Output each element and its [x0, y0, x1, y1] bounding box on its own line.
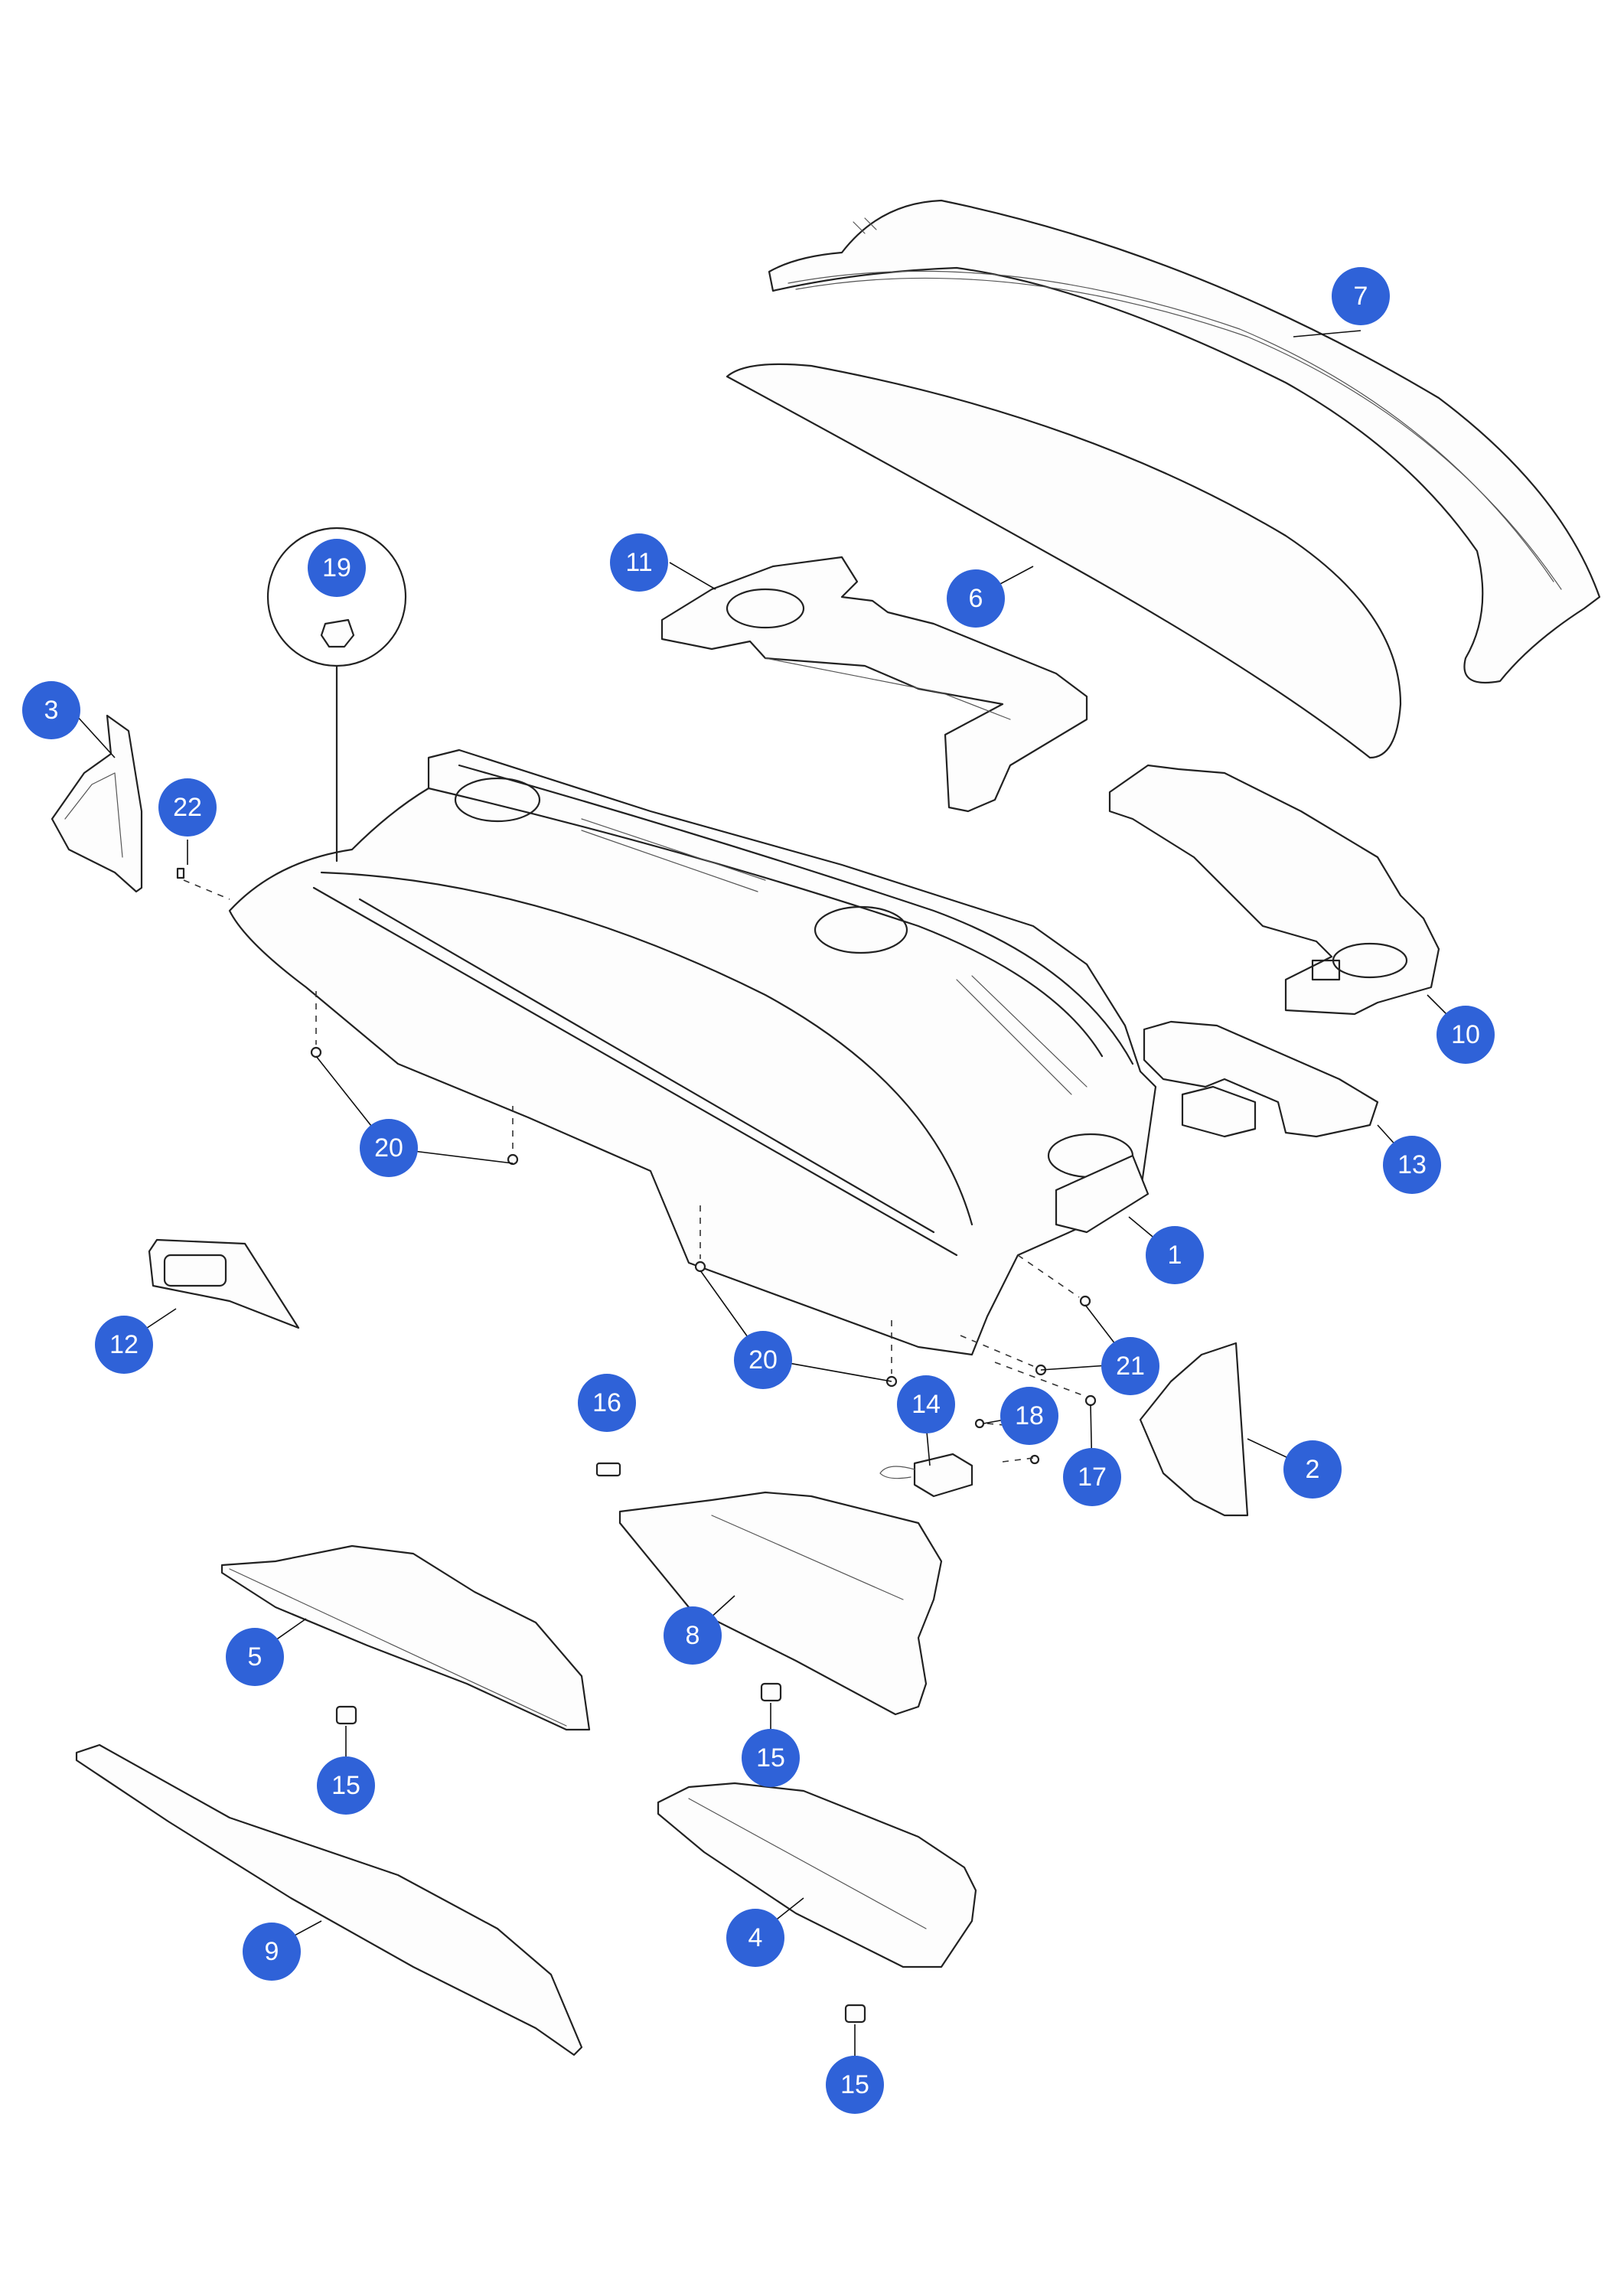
callout-6: 6 [947, 569, 1005, 628]
part-2-right-side-trim [1139, 1342, 1249, 1517]
svg-text:17: 17 [1078, 1463, 1107, 1492]
part-22-pin [176, 867, 185, 879]
callout-17: 17 [1063, 1448, 1121, 1506]
callout-19: 19 [308, 539, 366, 597]
part-13-foam-pad [1143, 1020, 1379, 1138]
part-16-clip [595, 1462, 621, 1477]
callout-8: 8 [664, 1606, 722, 1665]
callout-3: 3 [22, 681, 80, 739]
callout-20-b: 20 [734, 1331, 792, 1389]
svg-text:15: 15 [756, 1743, 785, 1773]
callout-9: 9 [243, 1923, 301, 1981]
callout-10: 10 [1436, 1006, 1495, 1064]
svg-text:21: 21 [1116, 1352, 1145, 1381]
part-8-glovebox-housing [618, 1491, 943, 1716]
part-10-foam-right [1108, 764, 1440, 1016]
part-4-glovebox-door [657, 1782, 977, 1968]
callout-15-b: 15 [742, 1729, 800, 1787]
svg-text:20: 20 [374, 1133, 403, 1163]
callout-5: 5 [226, 1628, 284, 1686]
svg-text:9: 9 [265, 1937, 279, 1966]
svg-text:15: 15 [840, 2070, 869, 2099]
part-6-top-pad [726, 363, 1402, 759]
svg-text:6: 6 [969, 584, 983, 613]
callout-13: 13 [1383, 1136, 1441, 1194]
svg-text:19: 19 [322, 553, 351, 582]
svg-text:10: 10 [1451, 1020, 1480, 1049]
svg-text:18: 18 [1015, 1401, 1044, 1430]
part-15-clips [335, 1682, 866, 2024]
callout-14: 14 [897, 1375, 955, 1433]
callout-20-a: 20 [360, 1119, 418, 1177]
part-14-module [879, 1453, 973, 1498]
svg-text:8: 8 [686, 1621, 700, 1650]
part-20-21-17-18-fasteners [310, 1046, 1097, 1465]
callout-21: 21 [1101, 1337, 1159, 1395]
part-7-dashboard-top-cover [768, 199, 1601, 684]
callout-16: 16 [578, 1374, 636, 1432]
callout-22: 22 [158, 778, 217, 837]
svg-text:3: 3 [44, 696, 59, 725]
callout-4: 4 [726, 1909, 784, 1967]
assembly-dashed-lines [183, 879, 1088, 1463]
part-9-lower-trim-strip [75, 1743, 583, 2056]
svg-text:20: 20 [748, 1345, 778, 1375]
svg-text:1: 1 [1168, 1241, 1182, 1270]
callout-7: 7 [1332, 267, 1390, 325]
callout-11: 11 [610, 533, 668, 592]
svg-text:7: 7 [1354, 282, 1368, 311]
svg-text:4: 4 [748, 1923, 763, 1952]
svg-text:13: 13 [1397, 1150, 1427, 1179]
part-5-glovebox-inner [220, 1544, 591, 1731]
part-11-foam-left [660, 556, 1088, 813]
svg-text:2: 2 [1306, 1455, 1320, 1484]
svg-text:15: 15 [331, 1771, 360, 1800]
callout-15-c: 15 [826, 2056, 884, 2114]
part-3-left-side-trim [51, 714, 143, 893]
part-12-vent-trim [148, 1238, 300, 1329]
callout-12: 12 [95, 1316, 153, 1374]
callout-18: 18 [1000, 1387, 1058, 1445]
part-19-clip-detail [266, 527, 407, 863]
callout-2: 2 [1283, 1440, 1342, 1499]
svg-text:22: 22 [173, 793, 202, 822]
svg-text:12: 12 [109, 1330, 139, 1359]
svg-text:11: 11 [625, 548, 652, 577]
svg-text:16: 16 [592, 1388, 621, 1417]
part-1-dashboard-carrier [228, 748, 1157, 1356]
svg-text:5: 5 [248, 1642, 263, 1671]
callout-15-a: 15 [317, 1756, 375, 1815]
callout-1: 1 [1146, 1226, 1204, 1284]
svg-text:14: 14 [911, 1390, 941, 1419]
